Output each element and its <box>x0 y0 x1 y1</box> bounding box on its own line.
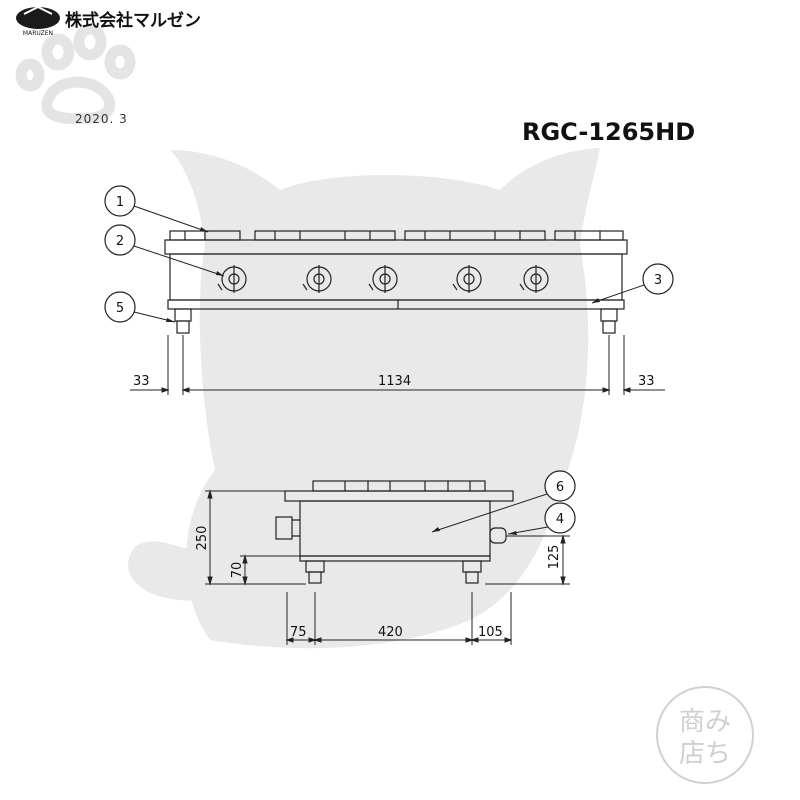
dim-side-height: 250 <box>195 526 210 551</box>
model-number: RGC-1265HD <box>522 118 695 146</box>
dim-front-right: 33 <box>638 374 655 389</box>
dim-side-center: 420 <box>378 625 403 640</box>
paw-watermark <box>15 23 136 124</box>
cat-watermark <box>128 148 600 649</box>
callout-4: 4 <box>507 502 576 535</box>
callout-3: 3 <box>591 263 674 304</box>
svg-text:店ち: 店ち <box>679 739 731 769</box>
front-dimensions <box>130 335 665 395</box>
side-dimensions <box>205 489 570 645</box>
side-knob <box>275 516 293 540</box>
callout-label: 4 <box>556 512 564 527</box>
dim-side-right-bottom: 105 <box>478 625 503 640</box>
dim-side-right: 125 <box>547 545 562 570</box>
knob <box>519 265 549 293</box>
brand-logo: MARUZEN 株式会社マルゼン <box>16 5 201 37</box>
callout-1: 1 <box>104 185 209 233</box>
callout-6: 6 <box>431 470 576 533</box>
knob <box>217 265 247 293</box>
dim-side-leg: 70 <box>230 562 245 579</box>
knob <box>302 265 332 293</box>
control-knobs <box>217 265 549 293</box>
logo-emblem <box>16 7 60 29</box>
knob <box>368 265 398 293</box>
dim-front-center: 1134 <box>378 374 411 389</box>
bottom-plate <box>167 299 625 310</box>
side-view <box>275 480 514 584</box>
logo-subtext: MARUZEN <box>23 30 53 37</box>
company-name: 株式会社マルゼン <box>65 10 201 31</box>
callout-label: 1 <box>116 195 124 210</box>
callout-label: 5 <box>116 301 124 316</box>
drawing-date: 2020. 3 <box>75 112 128 126</box>
callout-5: 5 <box>104 291 176 323</box>
dim-side-left: 75 <box>290 625 307 640</box>
side-legs <box>305 560 482 584</box>
callout-label: 3 <box>654 273 662 288</box>
front-legs <box>174 308 618 334</box>
svg-text:商み: 商み <box>679 707 731 737</box>
front-view <box>164 230 628 334</box>
callout-label: 6 <box>556 480 564 495</box>
callout-2: 2 <box>104 224 225 277</box>
dim-front-left: 33 <box>133 374 150 389</box>
callout-label: 2 <box>116 234 124 249</box>
seal-stamp: 商み 店ち <box>656 686 754 784</box>
knob <box>452 265 482 293</box>
